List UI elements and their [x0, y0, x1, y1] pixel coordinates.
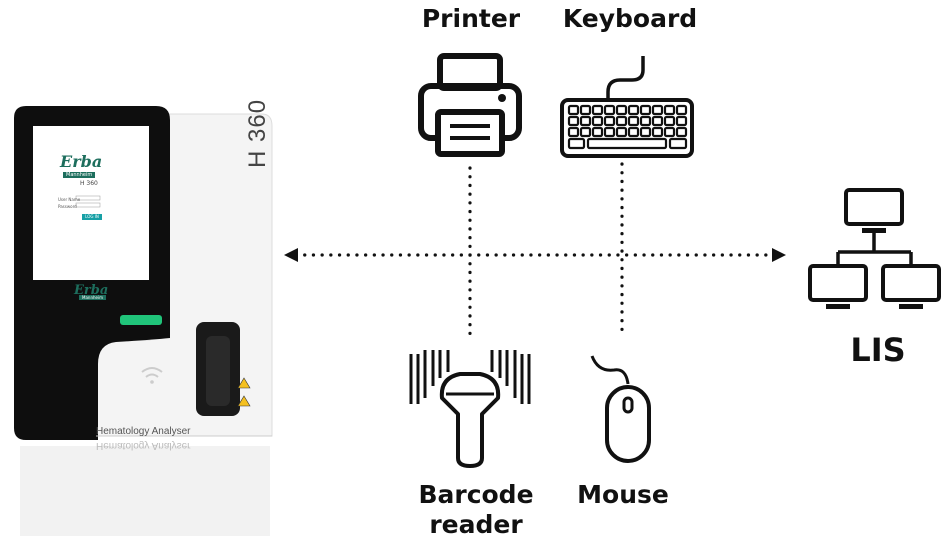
screen-user-field	[75, 195, 101, 201]
device-reflection	[20, 446, 270, 536]
screen-model-label: H 360	[80, 180, 98, 187]
bezel-brand-sub: Mannheim	[79, 295, 106, 300]
warning-icon	[237, 377, 251, 389]
screen-brand-logo: Erba	[60, 152, 103, 171]
lis-label: LIS	[850, 331, 906, 369]
sample-slot-inner	[206, 336, 230, 406]
keyboard-cable	[606, 56, 645, 100]
screen-user-name-label: User Name	[58, 197, 81, 202]
device-caption: Hematology Analyser	[96, 426, 191, 437]
wifi-icon	[141, 367, 163, 373]
mouse-cable	[590, 355, 630, 385]
screen-brand-sub: Mannheim	[63, 172, 96, 178]
warning-icon	[237, 395, 251, 407]
screen-password-field	[75, 202, 101, 208]
status-led	[120, 315, 162, 325]
left-arrowhead	[284, 248, 298, 262]
barcode-reader-label: Barcode reader	[418, 480, 534, 539]
mouse-label: Mouse	[577, 480, 669, 509]
bezel-brand-logo: Erba	[74, 283, 109, 298]
screen-login-button: LOG IN	[82, 214, 102, 220]
right-arrowhead	[772, 248, 786, 262]
screen-password-label: Password	[58, 204, 77, 209]
keyboard-label: Keyboard	[562, 4, 698, 33]
printer-label: Printer	[421, 4, 521, 33]
